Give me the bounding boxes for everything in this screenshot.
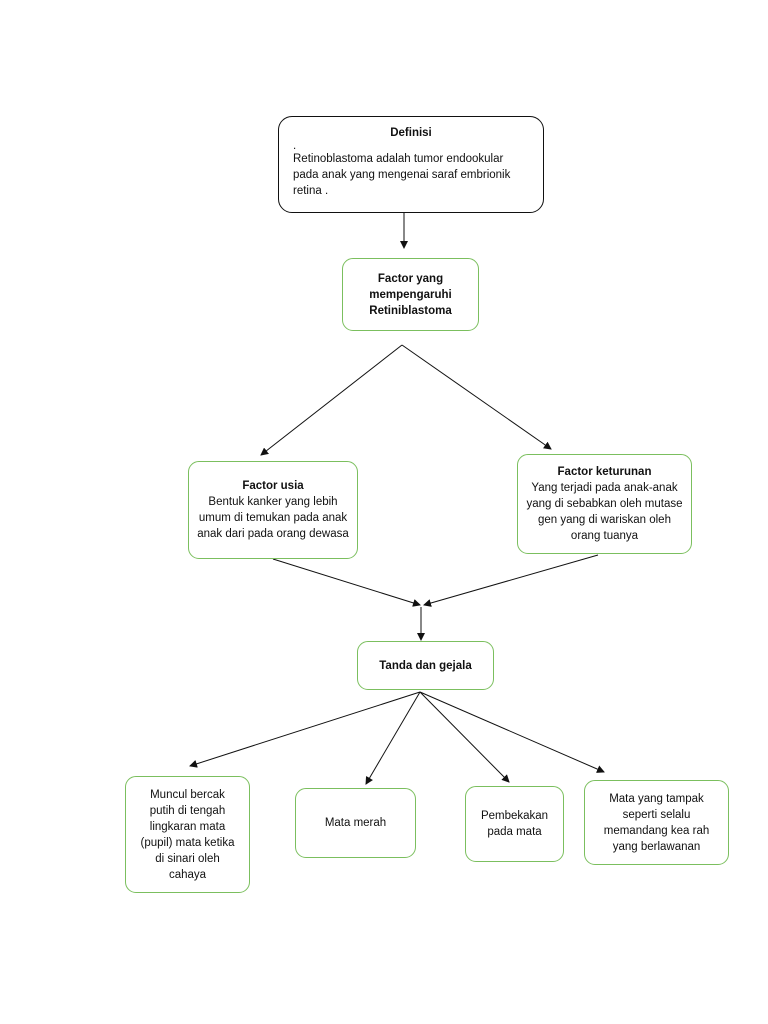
tanda-label: Tanda dan gejala bbox=[379, 659, 472, 672]
arrow-tanda-to-bercak bbox=[189, 691, 421, 768]
definisi-title: Definisi bbox=[390, 127, 432, 139]
factor-main-label: Factor yang mempengaruhi Retiniblastoma bbox=[369, 272, 452, 317]
factor-keturunan-title: Factor keturunan bbox=[557, 466, 652, 478]
factor-main-box: Factor yang mempengaruhi Retiniblastoma bbox=[342, 258, 479, 331]
factor-keturunan-box: Factor keturunan Yang terjadi pada anak-… bbox=[517, 454, 692, 554]
gejala-pembekakan-text: Pembekakan pada mata bbox=[480, 810, 549, 838]
arrow-factor-to-keturunan bbox=[401, 344, 552, 450]
arrow-tanda-to-merah bbox=[365, 691, 421, 785]
arrow-tanda-to-pembekakan bbox=[419, 691, 510, 783]
gejala-merah-box: Mata merah bbox=[295, 788, 416, 858]
arrow-tanda-to-tampak bbox=[419, 691, 605, 773]
factor-usia-text: Bentuk kanker yang lebih umum di temukan… bbox=[197, 496, 349, 540]
factor-usia-title: Factor usia bbox=[242, 480, 304, 492]
arrow-usia-to-tanda bbox=[272, 558, 421, 607]
definisi-box: Definisi . Retinoblastoma adalah tumor e… bbox=[278, 116, 544, 213]
arrow-keturunan-to-tanda bbox=[423, 554, 599, 607]
gejala-merah-text: Mata merah bbox=[324, 817, 387, 829]
gejala-bercak-text: Muncul bercak putih di tengah lingkaran … bbox=[140, 788, 235, 881]
gejala-bercak-box: Muncul bercak putih di tengah lingkaran … bbox=[125, 776, 250, 893]
definisi-text: Retinoblastoma adalah tumor endookular p… bbox=[293, 153, 511, 197]
gejala-tampak-text: Mata yang tampak seperti selalu memandan… bbox=[603, 792, 710, 853]
definisi-dot: . bbox=[293, 140, 297, 152]
gejala-tampak-box: Mata yang tampak seperti selalu memandan… bbox=[584, 780, 729, 865]
tanda-box: Tanda dan gejala bbox=[357, 641, 494, 690]
factor-keturunan-text: Yang terjadi pada anak-anak yang di seba… bbox=[526, 482, 683, 542]
arrow-factor-to-usia bbox=[260, 344, 403, 456]
factor-usia-box: Factor usia Bentuk kanker yang lebih umu… bbox=[188, 461, 358, 559]
gejala-pembekakan-box: Pembekakan pada mata bbox=[465, 786, 564, 862]
